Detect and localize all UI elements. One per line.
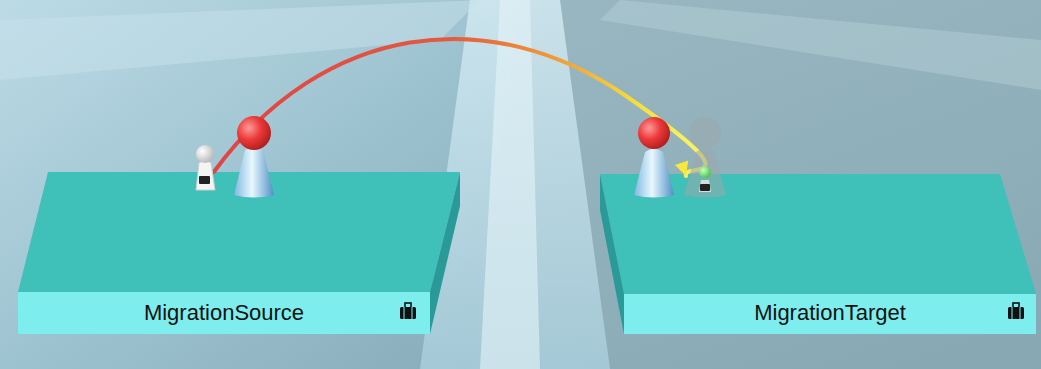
platform-label: MigrationTarget xyxy=(624,300,1036,326)
briefcase-icon xyxy=(400,303,416,319)
platform: MigrationTarget xyxy=(598,174,1038,336)
migration-arc xyxy=(214,39,706,176)
briefcase-icon xyxy=(1008,303,1024,319)
platform-label: MigrationSource xyxy=(18,300,430,326)
